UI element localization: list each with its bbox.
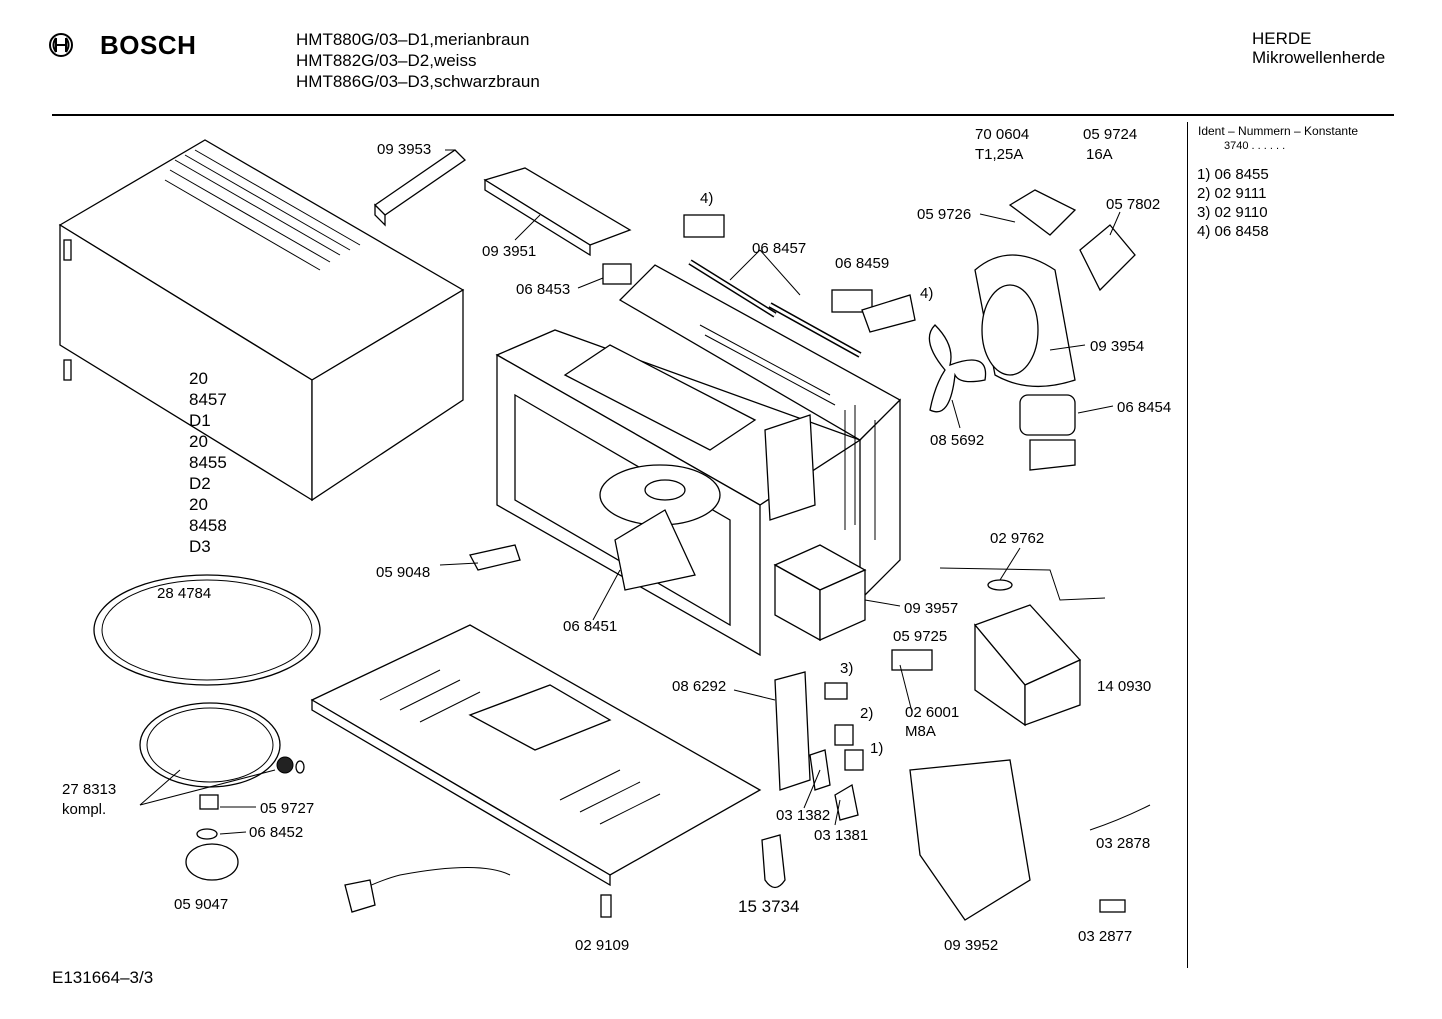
- part-label: 16A: [1086, 146, 1113, 163]
- cavity-body: [495, 264, 902, 657]
- variant-code: 8458: [189, 516, 227, 535]
- part-label: 3): [840, 660, 854, 677]
- part-label: 4): [920, 285, 934, 302]
- switch-part: [683, 214, 725, 238]
- part-label: 06 8451: [563, 618, 618, 635]
- part-label: 08 6292: [672, 678, 727, 695]
- part-label: 09 3952: [944, 937, 999, 954]
- part-label: 05 9048: [376, 564, 431, 581]
- transformer: [773, 544, 1082, 727]
- part-label: 05 9724: [1083, 126, 1138, 143]
- part-label: 02 9109: [575, 937, 630, 954]
- part-label: 09 3953: [377, 141, 432, 158]
- legend-title: Ident – Nummern – Konstante: [1198, 124, 1359, 138]
- part-label: 05 7802: [1106, 196, 1161, 213]
- legend-item: 2) 02 9111: [1197, 185, 1267, 202]
- bosch-logo-icon: [48, 32, 74, 58]
- variant-code: D1: [189, 411, 211, 430]
- part-label: 27 8313: [62, 781, 117, 798]
- variant-code: D2: [189, 474, 211, 493]
- variant-code: 20: [189, 495, 208, 514]
- part-label: 08 5692: [930, 432, 985, 449]
- variant-code: 8457: [189, 390, 227, 409]
- part-label: 15 3734: [738, 897, 800, 916]
- part-label: 06 8459: [835, 255, 890, 272]
- switch-part: [602, 263, 632, 285]
- legend-constant: 3740 . . . . . .: [1224, 140, 1286, 152]
- part-label: 03 2877: [1078, 928, 1133, 945]
- interlock-bracket: [774, 671, 811, 791]
- part-label: 1): [870, 740, 884, 757]
- part-label: kompl.: [62, 801, 107, 818]
- part-label: 05 9726: [917, 206, 972, 223]
- variant-code: D3: [189, 537, 211, 556]
- part-label: 02 9762: [990, 530, 1045, 547]
- part-label: 06 8453: [516, 281, 571, 298]
- fan-assembly: [928, 189, 1136, 471]
- legend-item: 4) 06 8458: [1197, 223, 1269, 240]
- part-label: 70 0604: [975, 126, 1030, 143]
- part-label: 05 9725: [893, 628, 948, 645]
- variant-code: 8455: [189, 453, 227, 472]
- drawing-number: E131664–3/3: [52, 968, 154, 987]
- part-label: 09 3951: [482, 243, 537, 260]
- category-line-1: HERDE: [1252, 29, 1312, 48]
- part-label: 2): [860, 705, 874, 722]
- part-label: 05 9727: [260, 800, 315, 817]
- part-label: 03 1381: [814, 827, 869, 844]
- variant-code: 20: [189, 369, 208, 388]
- part-label: 09 3957: [904, 600, 959, 617]
- top-brackets: [373, 149, 632, 257]
- category-line-2: Mikrowellenherde: [1252, 48, 1386, 67]
- legend-item: 1) 06 8455: [1197, 166, 1269, 183]
- part-label: 06 8454: [1117, 399, 1172, 416]
- header-divider: [52, 114, 1394, 116]
- turntable: [93, 574, 321, 881]
- leader-lines: [139, 149, 1121, 835]
- part-label: 03 2878: [1096, 835, 1151, 852]
- part-label: 03 1382: [776, 807, 831, 824]
- part-label: M8A: [905, 723, 936, 740]
- legend-item: 3) 02 9110: [1197, 204, 1268, 221]
- part-label: T1,25A: [975, 146, 1024, 163]
- model-line-3: HMT886G/03–D3,schwarzbraun: [296, 72, 540, 91]
- part-label: 28 4784: [157, 585, 212, 602]
- variant-code: 20: [189, 432, 208, 451]
- part-label: 09 3954: [1090, 338, 1145, 355]
- part-label: 06 8452: [249, 824, 304, 841]
- outer-housing: [58, 139, 465, 502]
- part-label: 02 6001: [905, 704, 960, 721]
- part-label: 06 8457: [752, 240, 807, 257]
- hinge-plate: [469, 544, 521, 571]
- part-label: 14 0930: [1097, 678, 1152, 695]
- switch-part: [831, 289, 873, 313]
- model-line-2: HMT882G/03–D2,weiss: [296, 51, 477, 70]
- base-plate: [310, 624, 762, 887]
- part-label: 4): [700, 190, 714, 207]
- switch-bracket: [861, 294, 916, 333]
- waveguide-cover: [614, 509, 696, 591]
- legend-divider: [1187, 122, 1188, 968]
- brand-name: BOSCH: [100, 30, 197, 60]
- part-label: 05 9047: [174, 896, 229, 913]
- model-line-1: HMT880G/03–D1,merianbraun: [296, 30, 530, 49]
